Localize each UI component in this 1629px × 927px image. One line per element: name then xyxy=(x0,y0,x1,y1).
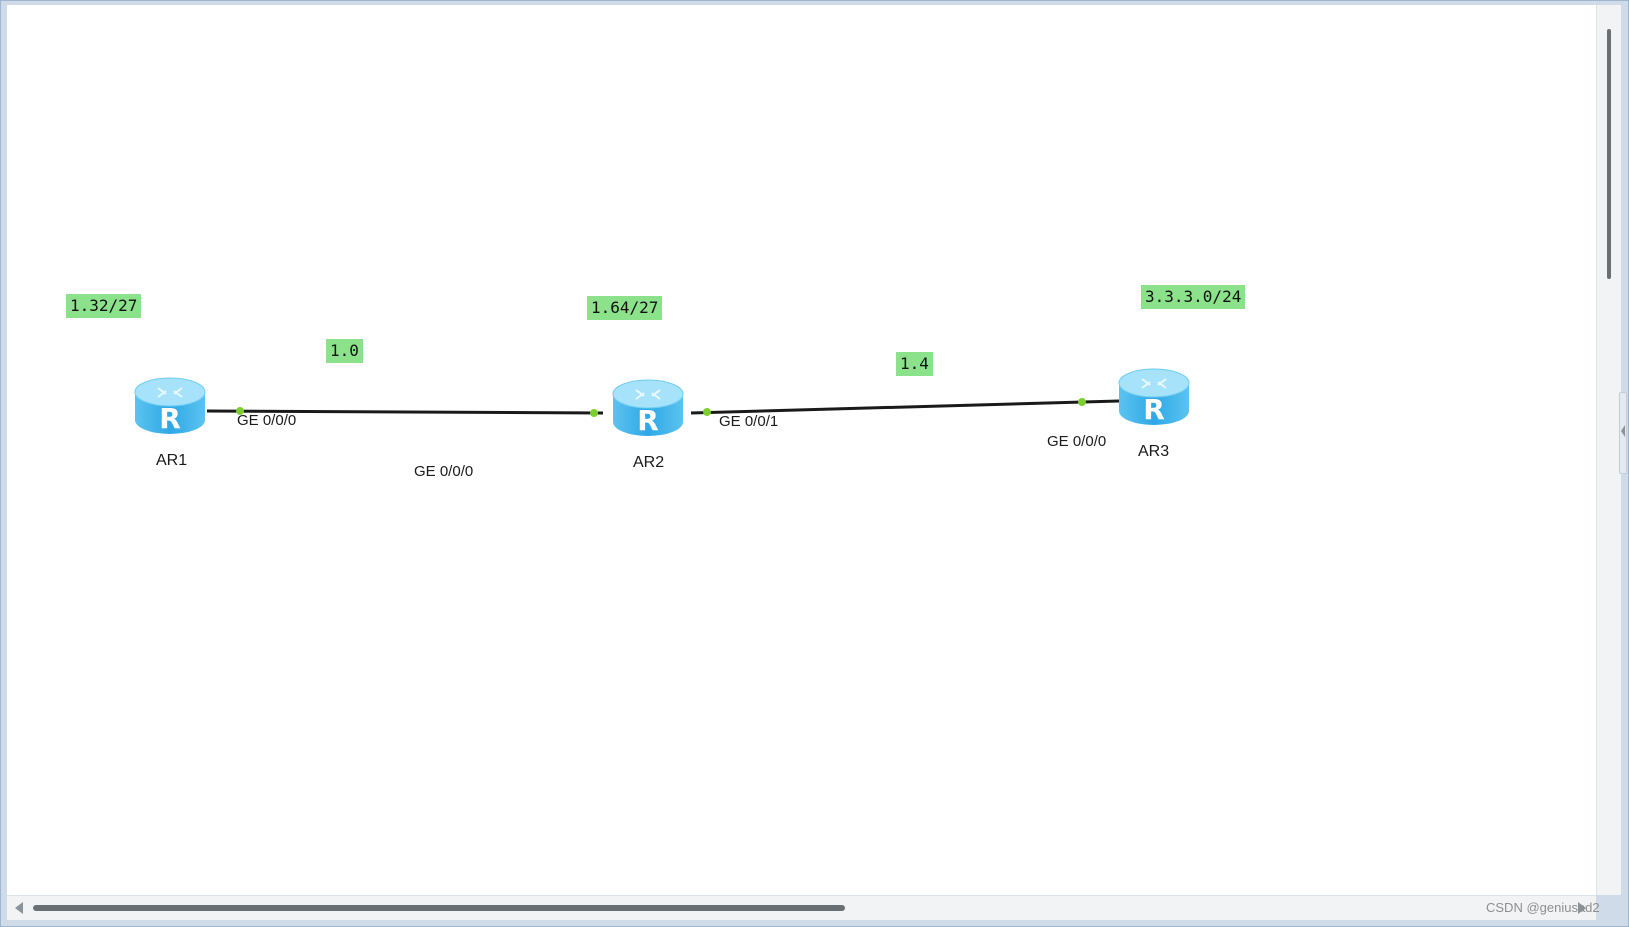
port-dot-ar1-ge000[interactable] xyxy=(236,407,244,415)
note-ar2-subnet[interactable]: 1.64/27 xyxy=(587,296,663,320)
port-label-ar1-ge000: GE 0/0/0 xyxy=(237,412,297,429)
scroll-left-icon[interactable] xyxy=(15,902,23,914)
vertical-scroll-thumb[interactable] xyxy=(1607,29,1611,279)
port-label-ar2-ge000: GE 0/0/0 xyxy=(414,463,474,480)
note-link1-subnet[interactable]: 1.0 xyxy=(326,339,363,363)
device-label-ar3: AR3 xyxy=(1138,443,1170,460)
chevron-left-icon xyxy=(1621,425,1625,437)
scroll-right-icon[interactable] xyxy=(1578,902,1586,914)
link-ar1-ar2[interactable] xyxy=(206,409,604,415)
watermark: CSDN @geniusad2 xyxy=(1486,900,1600,915)
port-dot-ar2-ge001[interactable] xyxy=(703,408,711,416)
router-icon: R xyxy=(1118,368,1190,426)
router-icon: R xyxy=(612,379,684,437)
link-ar2-ar3[interactable] xyxy=(690,399,1120,415)
router-ar2[interactable]: R xyxy=(610,372,686,442)
router-ar3[interactable]: R xyxy=(1116,361,1192,431)
device-label-ar2: AR2 xyxy=(633,454,665,471)
port-dot-ar3-ge000[interactable] xyxy=(1078,398,1086,406)
port-label-ar3-ge000: GE 0/0/0 xyxy=(1047,433,1107,450)
horizontal-scrollbar[interactable] xyxy=(7,895,1596,920)
links-layer xyxy=(206,398,1120,417)
note-ar3-subnet[interactable]: 3.3.3.0/24 xyxy=(1141,285,1246,309)
horizontal-scroll-thumb[interactable] xyxy=(33,905,845,911)
router-icon: R xyxy=(134,377,206,435)
topology-canvas[interactable]: R AR1 R AR2 R AR3 GE 0/0/0 GE 0/0/0 GE 0… xyxy=(7,5,1596,895)
note-ar1-subnet[interactable]: 1.32/27 xyxy=(66,294,142,318)
svg-text:R: R xyxy=(1143,393,1165,426)
svg-text:R: R xyxy=(159,402,181,435)
note-link2-subnet[interactable]: 1.4 xyxy=(896,352,933,376)
svg-text:R: R xyxy=(637,404,659,437)
device-label-ar1: AR1 xyxy=(156,452,188,469)
port-label-ar2-ge001: GE 0/0/1 xyxy=(719,413,779,430)
router-ar1[interactable]: R xyxy=(132,370,208,440)
port-dot-ar2-ge000[interactable] xyxy=(590,409,598,417)
vertical-scrollbar[interactable] xyxy=(1596,5,1621,895)
